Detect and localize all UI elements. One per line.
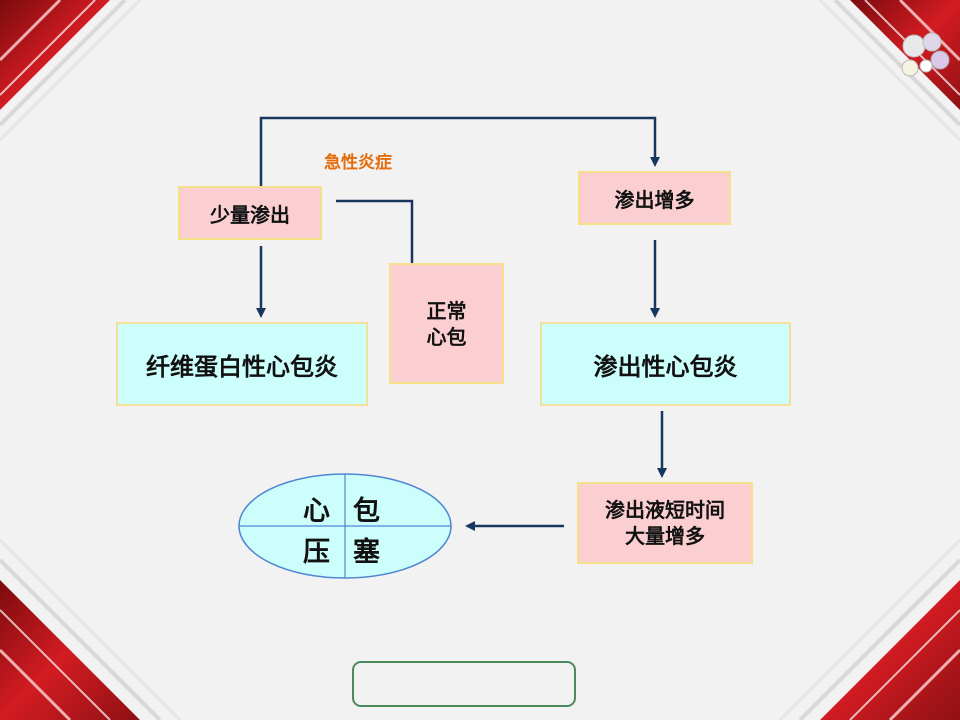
corner-top-right bbox=[850, 0, 960, 110]
rapid-effusion-box: 渗出液短时间 大量增多 bbox=[577, 482, 753, 564]
tamponade-char-2: 包 bbox=[353, 496, 380, 527]
rapid-effusion-line2: 大量增多 bbox=[625, 524, 705, 548]
rapid-effusion-line1: 渗出液短时间 bbox=[605, 498, 725, 522]
fibrinous-pericarditis-box: 纤维蛋白性心包炎 bbox=[116, 322, 368, 406]
small-effusion-box: 少量渗出 bbox=[178, 186, 322, 240]
tamponade-char-4: 塞 bbox=[353, 537, 380, 568]
effusive-pericarditis-box: 渗出性心包炎 bbox=[540, 322, 791, 406]
acute-inflammation-label: 急性炎症 bbox=[324, 153, 392, 173]
normal-pericardium-line1: 正常 bbox=[426, 298, 467, 323]
bulb-cluster-logo-icon bbox=[901, 32, 950, 77]
line-to-normal-pericardium bbox=[336, 199, 414, 263]
tamponade-char-3: 压 bbox=[303, 537, 330, 568]
arrow-to-effusion-increase bbox=[259, 116, 660, 186]
fibrinous-pericarditis-text: 纤维蛋白性心包炎 bbox=[146, 352, 338, 381]
effusive-pericarditis-text: 渗出性心包炎 bbox=[593, 352, 738, 381]
small-effusion-text: 少量渗出 bbox=[210, 202, 290, 227]
effusion-increase-text: 渗出增多 bbox=[614, 187, 695, 212]
empty-answer-box bbox=[352, 661, 576, 707]
corner-top-left bbox=[0, 0, 110, 110]
normal-pericardium-box: 正常 心包 bbox=[389, 263, 504, 384]
normal-pericardium-line2: 心包 bbox=[426, 324, 467, 349]
tamponade-char-1: 心 bbox=[303, 496, 330, 527]
effusion-increase-box: 渗出增多 bbox=[578, 171, 731, 225]
